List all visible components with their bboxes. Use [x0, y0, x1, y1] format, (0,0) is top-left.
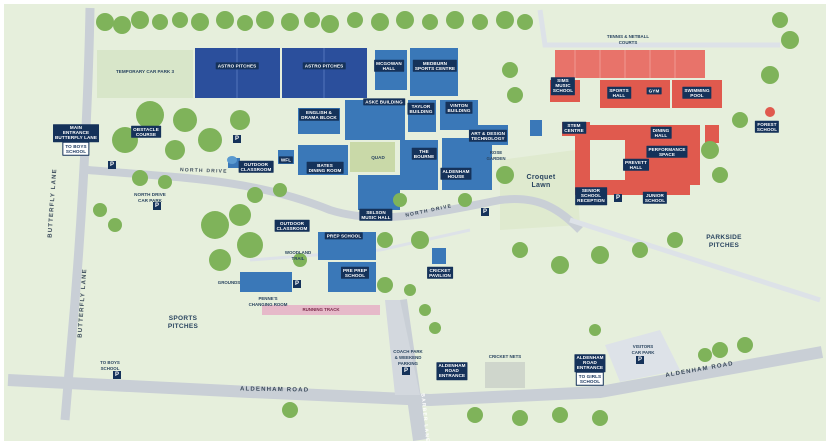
rose-garden-building: [530, 120, 542, 136]
footpath: [249, 228, 471, 262]
coach-park-road: [385, 300, 420, 395]
label-aske-building: ASKE BUILDING: [363, 98, 405, 106]
label-visitors-car-park: VISITORS CAR PARK: [631, 344, 655, 355]
parking-icon: P: [108, 161, 116, 169]
label-cricket-nets: CRICKET NETS: [488, 354, 522, 359]
parking-icon: P: [293, 280, 301, 288]
label-outdoor-classroom-south: OUTDOOR CLASSROOM: [274, 219, 310, 233]
forest-school-marker: [765, 107, 775, 117]
label-senior-school-reception: SENIOR SCHOOL RECEPTION: [575, 187, 607, 205]
label-woodland-trail: WOODLAND TRAIL: [284, 250, 312, 261]
road-label-aldenham-road-west: ALDENHAM ROAD: [239, 386, 310, 394]
label-taylor-building: TAYLOR BUILDING: [407, 102, 435, 116]
label-the-bourne: THE BOURNE: [411, 147, 437, 161]
aldenham-house-building: [442, 138, 492, 190]
label-astro-pitches-east: ASTRO PITCHES: [302, 62, 346, 70]
label-gym: GYM: [646, 87, 662, 95]
label-performance-space: PERFORMANCE SPACE: [646, 145, 688, 159]
pennes-building: [240, 272, 292, 292]
label-main-entrance: MAIN ENTRANCE BUTTERFLY LANE: [53, 124, 99, 142]
parking-icon: P: [233, 135, 241, 143]
selson-music-building: [358, 175, 400, 210]
label-aldenham-road-entrance-east: ALDENHAM ROAD ENTRANCE: [574, 354, 606, 372]
label-tennis-netball-courts: TENNIS & NETBALL COURTS: [606, 34, 650, 45]
parking-icon: P: [113, 371, 121, 379]
label-to-boys-school-south: TO BOYS SCHOOL: [100, 360, 120, 371]
label-junior-school: JUNIOR SCHOOL: [642, 191, 668, 205]
label-quad: QUAD: [371, 155, 385, 160]
label-medburn-sports-centre: MEDBURN SPORTS CENTRE: [412, 59, 458, 73]
tennis-netball-courts: [555, 50, 705, 78]
label-coach-park: COACH PARK & WEEKEND PARKING: [393, 349, 423, 366]
astro-pitch-east: [282, 48, 367, 98]
cricket-pavilion-building: [432, 248, 446, 264]
quad-area: [350, 142, 395, 172]
parking-icon: P: [614, 194, 622, 202]
area-parkside-pitches: PARKSIDE PITCHES: [706, 234, 742, 249]
label-dining-hall: DINING HALL: [650, 126, 672, 140]
label-rose-garden: ROSE GARDEN: [486, 150, 506, 161]
label-aldenham-road-entrance-west: ALDENHAM ROAD ENTRANCE: [436, 362, 468, 380]
label-swimming-pool: SWIMMING POOL: [682, 86, 712, 100]
label-sims-music-school: SIMS MUSIC SCHOOL: [550, 77, 576, 95]
label-cricket-pavilion: CRICKET PAVILION: [427, 266, 453, 280]
label-pennes-changing-room: PENNE'S CHANGING ROOM: [248, 296, 288, 307]
aldenham-road: [7, 346, 824, 407]
label-art-design-technology: ART & DESIGN TECHNOLOGY: [468, 129, 508, 143]
label-selson-music-hall: SELSON MUSIC HALL: [359, 208, 393, 222]
label-aldenham-house: ALDENHAM HOUSE: [440, 167, 472, 181]
medburn-building: [410, 48, 458, 96]
label-bates-dining-room: BATES DINING ROOM: [306, 161, 344, 175]
aske-building: [345, 100, 405, 140]
astro-pitch-west: [195, 48, 280, 98]
label-outdoor-classroom-north: OUTDOOR CLASSROOM: [238, 160, 274, 174]
parking-icon: P: [636, 356, 644, 364]
east-access-road: [569, 217, 821, 303]
cricket-nets: [485, 362, 525, 388]
label-wfl: WFL: [278, 156, 294, 164]
butterfly-lane-road: [60, 7, 95, 421]
label-prep-school: PREP SCHOOL: [324, 232, 364, 240]
parking-icon: P: [153, 202, 161, 210]
label-forest-school: FOREST SCHOOL: [754, 120, 780, 134]
running-track: [262, 305, 380, 315]
label-to-boys-school-north: TO BOYS SCHOOL: [62, 141, 90, 157]
parking-icon: P: [402, 367, 410, 375]
label-prevett-hall: PREVETT HALL: [623, 158, 649, 172]
small-red-building: [705, 125, 719, 143]
label-stem-centre: STEM CENTRE: [562, 121, 586, 135]
label-vinton-building: VINTON BUILDING: [445, 101, 473, 115]
label-temporary-car-park: TEMPORARY CAR PARK 3: [115, 69, 175, 74]
area-sports-pitches: SPORTS PITCHES: [167, 315, 199, 330]
pond: [227, 156, 237, 164]
label-pre-prep-school: PRE PREP SCHOOL: [340, 266, 370, 280]
north-access-road: [537, 9, 780, 48]
label-sports-hall: SPORTS HALL: [607, 86, 631, 100]
label-mcgowan-hall: MCGOWAN HALL: [374, 59, 404, 73]
label-north-drive-car-park: NORTH DRIVE CAR PARK: [134, 192, 166, 203]
label-astro-pitches-west: ASTRO PITCHES: [215, 62, 259, 70]
label-to-girls-school: TO GIRLS SCHOOL: [575, 371, 605, 387]
trees: [93, 11, 799, 426]
area-croquet-lawn: Croquet Lawn: [526, 174, 556, 189]
label-obstacle-course: OBSTACLE COURSE: [131, 125, 161, 139]
label-grounds: GROUNDS: [217, 280, 241, 285]
area-running-track: RUNNING TRACK: [302, 307, 340, 312]
parking-icon: P: [481, 208, 489, 216]
temporary-car-park-area: [97, 50, 193, 98]
label-english-drama-block: ENGLISH & DRAMA BLOCK: [299, 108, 339, 122]
